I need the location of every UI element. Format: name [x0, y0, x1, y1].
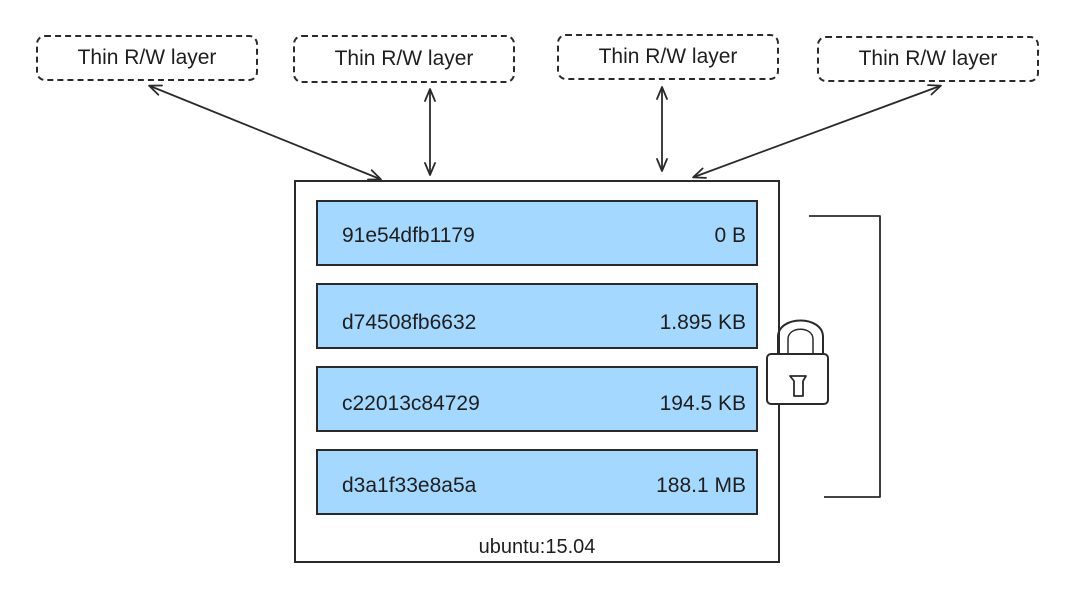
bracket [809, 215, 881, 498]
layer-id: d3a1f33e8a5a [342, 474, 477, 497]
image-layer: 91e54dfb1179 0 B [316, 200, 758, 266]
layer-size: 194.5 KB [659, 392, 746, 415]
image-layer: d3a1f33e8a5a 188.1 MB [316, 449, 758, 515]
layer-id: 91e54dfb1179 [342, 224, 475, 247]
double-arrow [692, 84, 942, 179]
layer-size: 1.895 KB [659, 311, 746, 334]
rw-layer-label: Thin R/W layer [598, 45, 738, 68]
layer-size: 188.1 MB [656, 474, 746, 497]
double-arrow [148, 84, 382, 181]
rw-layer-label: Thin R/W layer [858, 47, 998, 70]
layer-id: c22013c84729 [342, 392, 480, 415]
rw-layer-label: Thin R/W layer [334, 47, 474, 70]
image-layer: d74508fb6632 1.895 KB [316, 283, 758, 349]
image-name: ubuntu:15.04 [478, 536, 596, 558]
layer-size: 0 B [714, 224, 746, 247]
rw-layer-label: Thin R/W layer [77, 46, 217, 69]
rw-layer-box: Thin R/W layer [36, 35, 258, 81]
rw-layer-box: Thin R/W layer [817, 36, 1039, 82]
rw-layer-box: Thin R/W layer [293, 35, 515, 83]
layer-id: d74508fb6632 [342, 311, 477, 334]
image-layer: c22013c84729 194.5 KB [316, 366, 758, 432]
rw-layer-box: Thin R/W layer [557, 34, 779, 80]
